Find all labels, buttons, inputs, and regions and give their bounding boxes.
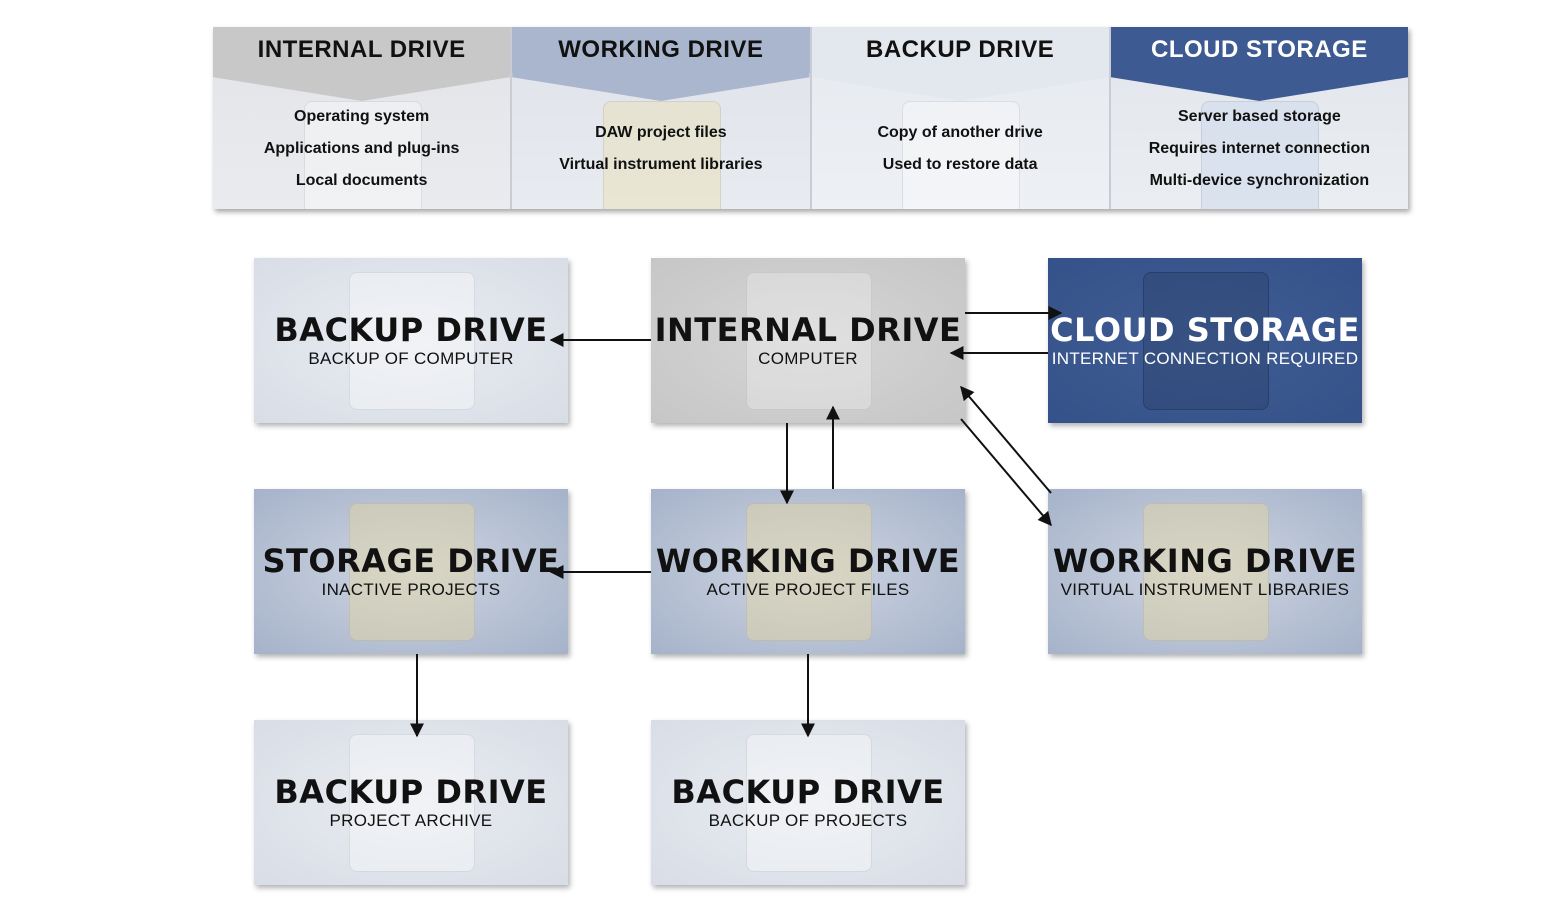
legend-item: DAW project files bbox=[595, 124, 727, 141]
drive-icon bbox=[349, 734, 475, 872]
node-title: BACKUP DRIVE bbox=[671, 772, 945, 811]
legend-cloud-storage: CLOUD STORAGE Server based storage Requi… bbox=[1110, 27, 1408, 209]
drive-icon bbox=[746, 503, 872, 641]
legend-title: BACKUP DRIVE bbox=[811, 27, 1109, 73]
node-cloud-storage: CLOUD STORAGE INTERNET CONNECTION REQUIR… bbox=[1048, 258, 1362, 423]
node-backup-computer: BACKUP DRIVE BACKUP OF COMPUTER bbox=[254, 258, 568, 423]
node-subtitle: INACTIVE PROJECTS bbox=[321, 579, 501, 599]
legend-internal-drive: INTERNAL DRIVE Operating system Applicat… bbox=[213, 27, 513, 209]
cloud-drive-icon bbox=[1201, 101, 1320, 209]
legend-item: Operating system bbox=[294, 108, 430, 125]
legend-item: Used to restore data bbox=[882, 156, 1038, 173]
legend-working-drive: WORKING DRIVE DAW project files Virtual … bbox=[512, 27, 812, 209]
legend: INTERNAL DRIVE Operating system Applicat… bbox=[213, 27, 1408, 209]
legend-item: Virtual instrument libraries bbox=[559, 156, 763, 173]
node-internal-drive: INTERNAL DRIVE COMPUTER bbox=[651, 258, 965, 423]
arrow-libraries-to-internal bbox=[960, 385, 1052, 494]
node-subtitle: PROJECT ARCHIVE bbox=[329, 810, 493, 830]
node-subtitle: ACTIVE PROJECT FILES bbox=[706, 579, 910, 599]
legend-items: Operating system Applications and plug-i… bbox=[213, 89, 510, 209]
drive-icon bbox=[349, 503, 475, 641]
node-subtitle: INTERNET CONNECTION REQUIRED bbox=[1051, 348, 1359, 368]
legend-items: Server based storage Requires internet c… bbox=[1111, 89, 1408, 209]
legend-items: DAW project files Virtual instrument lib… bbox=[512, 89, 809, 209]
node-title: CLOUD STORAGE bbox=[1050, 310, 1360, 349]
legend-item: Server based storage bbox=[1178, 108, 1341, 125]
node-working-active: WORKING DRIVE ACTIVE PROJECT FILES bbox=[651, 489, 965, 654]
legend-item: Multi-device synchronization bbox=[1149, 172, 1370, 189]
drive-icon bbox=[902, 101, 1021, 209]
legend-item: Copy of another drive bbox=[877, 124, 1043, 141]
node-title: BACKUP DRIVE bbox=[274, 772, 548, 811]
drive-icon bbox=[303, 101, 422, 209]
cloud-drive-icon bbox=[1143, 272, 1269, 410]
legend-item: Applications and plug-ins bbox=[263, 140, 460, 157]
node-title: STORAGE DRIVE bbox=[262, 541, 560, 580]
legend-title: WORKING DRIVE bbox=[512, 27, 810, 73]
time-machine-drive-icon bbox=[349, 272, 475, 410]
drive-icon bbox=[746, 734, 872, 872]
node-title: INTERNAL DRIVE bbox=[654, 310, 962, 349]
legend-items: Copy of another drive Used to restore da… bbox=[812, 89, 1109, 209]
legend-backup-drive: BACKUP DRIVE Copy of another drive Used … bbox=[811, 27, 1111, 209]
legend-item: Requires internet connection bbox=[1148, 140, 1371, 157]
node-title: WORKING DRIVE bbox=[1052, 541, 1358, 580]
node-subtitle: COMPUTER bbox=[758, 348, 858, 368]
node-title: WORKING DRIVE bbox=[655, 541, 961, 580]
node-subtitle: BACKUP OF COMPUTER bbox=[308, 348, 514, 368]
drive-icon bbox=[1143, 503, 1269, 641]
node-title: BACKUP DRIVE bbox=[274, 310, 548, 349]
node-backup-archive: BACKUP DRIVE PROJECT ARCHIVE bbox=[254, 720, 568, 885]
legend-item: Local documents bbox=[295, 172, 428, 189]
node-subtitle: VIRTUAL INSTRUMENT LIBRARIES bbox=[1060, 579, 1350, 599]
internal-drive-icon bbox=[746, 272, 872, 410]
node-subtitle: BACKUP OF PROJECTS bbox=[708, 810, 908, 830]
legend-title: CLOUD STORAGE bbox=[1110, 27, 1408, 73]
node-backup-projects: BACKUP DRIVE BACKUP OF PROJECTS bbox=[651, 720, 965, 885]
node-working-libraries: WORKING DRIVE VIRTUAL INSTRUMENT LIBRARI… bbox=[1048, 489, 1362, 654]
node-storage-drive: STORAGE DRIVE INACTIVE PROJECTS bbox=[254, 489, 568, 654]
drive-icon bbox=[602, 101, 721, 209]
arrow-internal-to-libraries bbox=[960, 418, 1052, 527]
legend-title: INTERNAL DRIVE bbox=[213, 27, 511, 73]
